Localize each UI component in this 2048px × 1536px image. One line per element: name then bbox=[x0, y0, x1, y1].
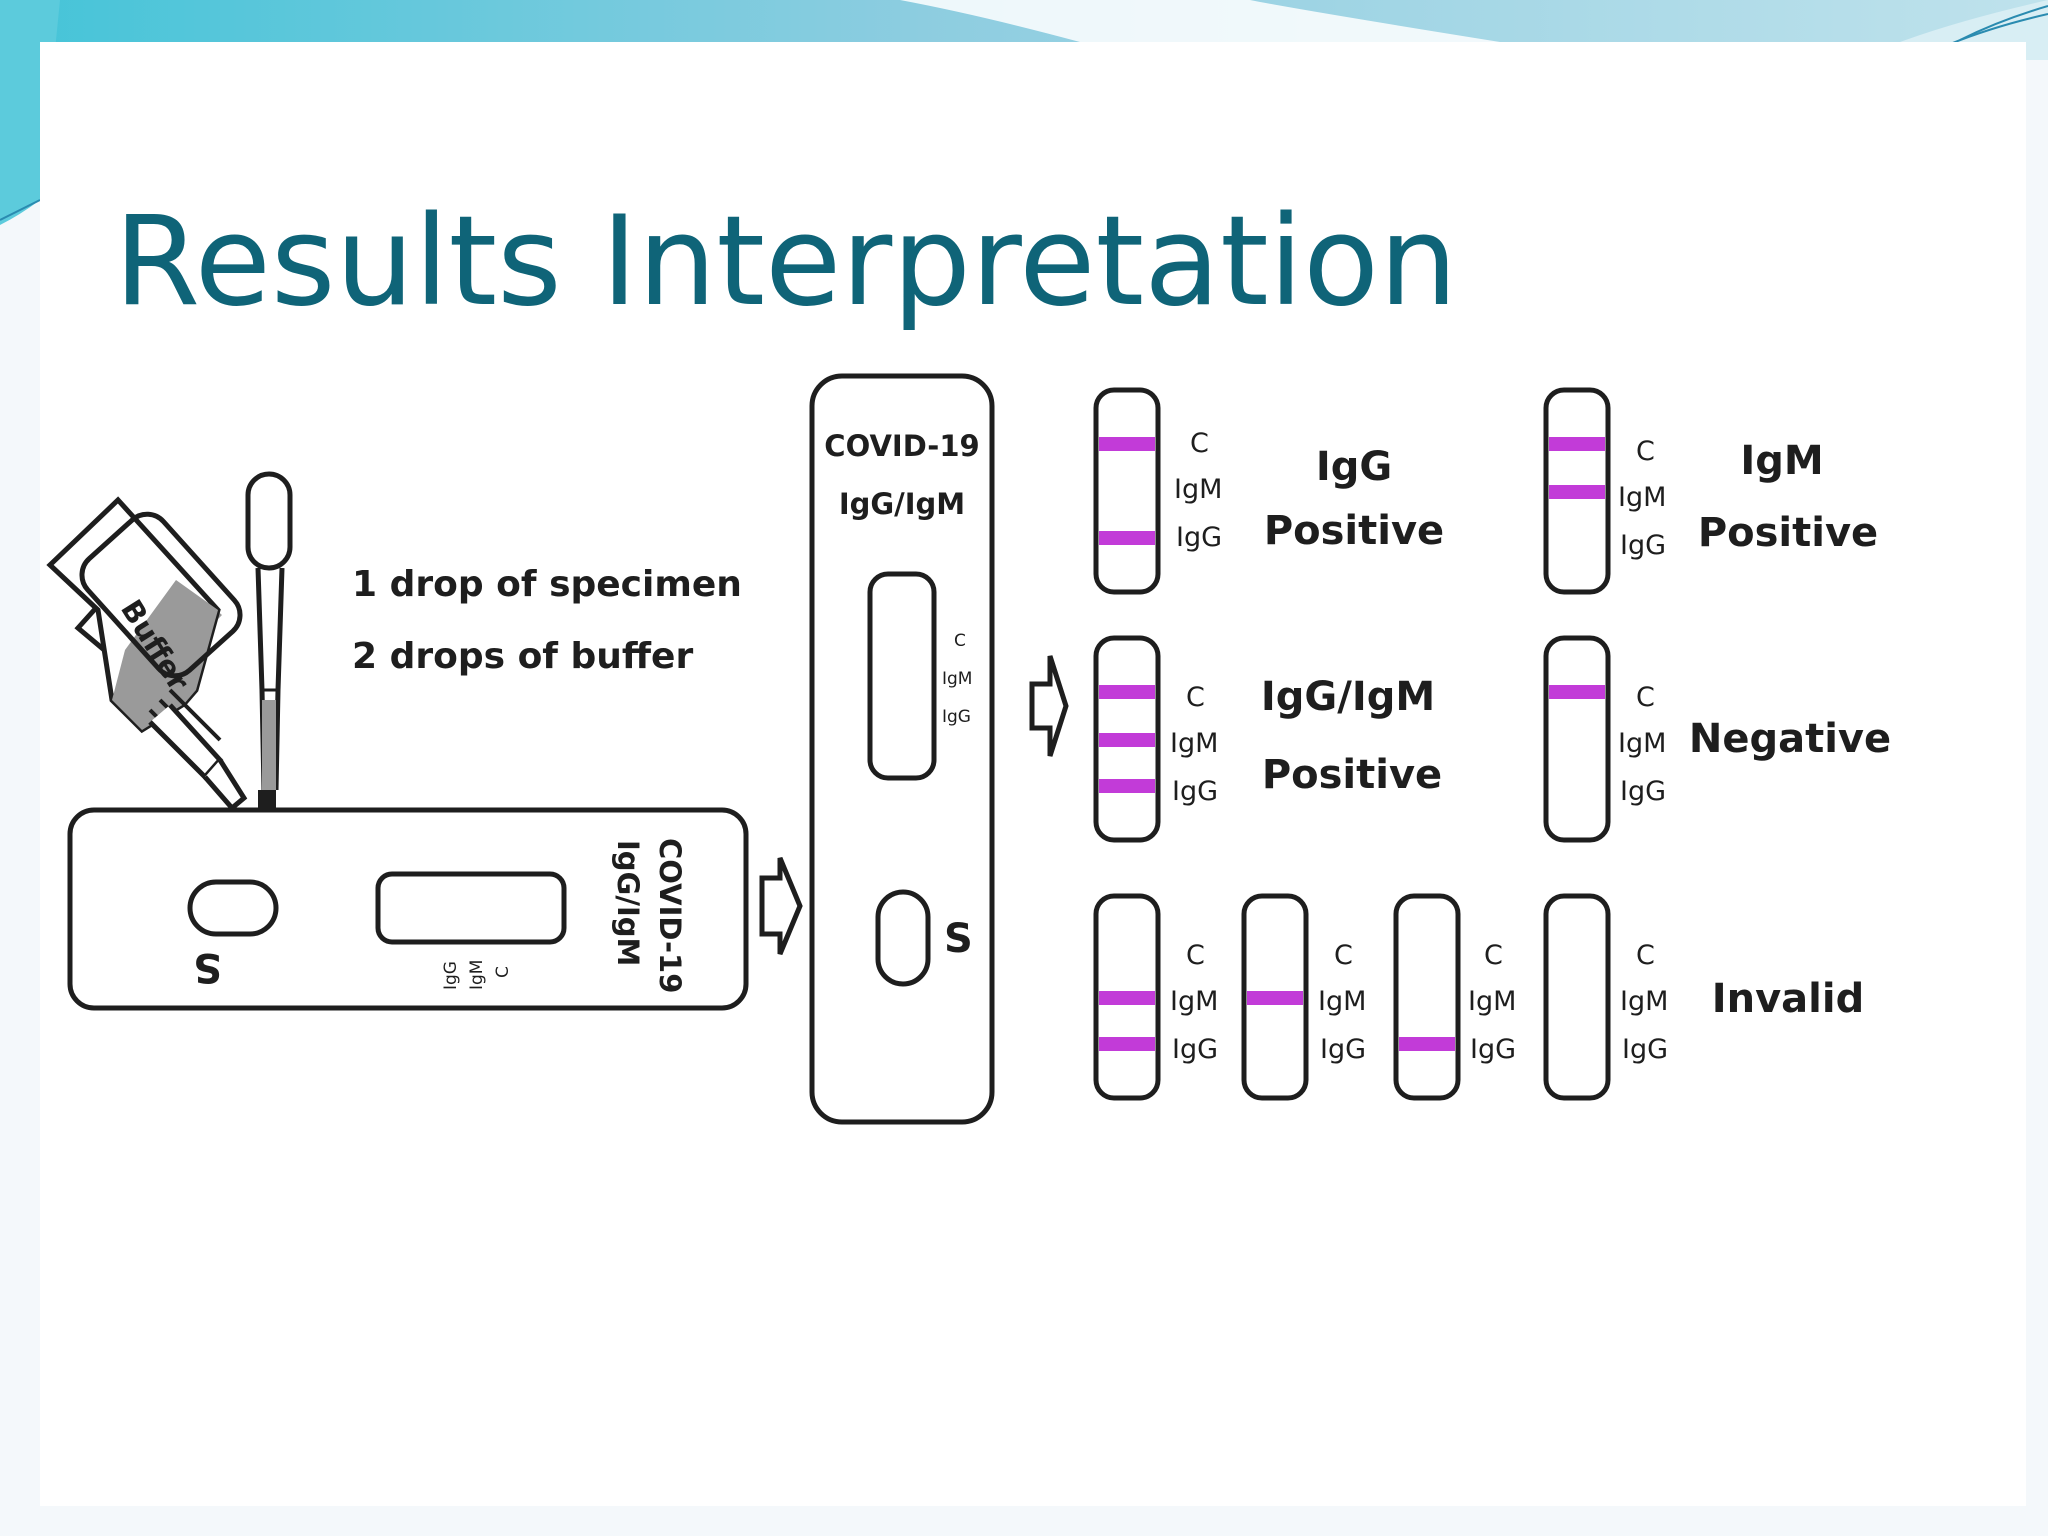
result-title-igm: IgM bbox=[1740, 438, 1823, 484]
hcassette-igm-label: IgM bbox=[467, 960, 487, 990]
step-buffer: 2 drops of buffer bbox=[352, 636, 693, 677]
label-igg: IgG bbox=[1622, 1034, 1668, 1065]
label-c: C bbox=[1636, 940, 1655, 971]
result-line-invalid-1-igg bbox=[1099, 1037, 1155, 1051]
labels-invalid-3: C IgM IgG bbox=[1468, 940, 1516, 1065]
vcassette-sample-label: S bbox=[944, 916, 973, 962]
strip-negative bbox=[1543, 635, 1611, 843]
cassette-name-vertical: COVID-19 bbox=[824, 429, 979, 463]
label-igg: IgG bbox=[1172, 1034, 1218, 1065]
step-specimen: 1 drop of specimen bbox=[352, 564, 742, 605]
result-subtitle-iggigm: Positive bbox=[1262, 752, 1442, 798]
label-igg: IgG bbox=[1620, 530, 1666, 561]
vcassette-igg-label: IgG bbox=[942, 707, 971, 727]
labels-invalid-1: C IgM IgG bbox=[1170, 940, 1218, 1065]
label-igm: IgM bbox=[1468, 986, 1516, 1017]
result-line-invalid-2-igm bbox=[1247, 991, 1303, 1005]
slide-panel bbox=[40, 42, 2026, 1506]
result-subtitle-igm: Positive bbox=[1698, 510, 1878, 556]
label-igm: IgM bbox=[1174, 474, 1222, 505]
strip-invalid-4 bbox=[1543, 893, 1611, 1101]
strip-igg-positive bbox=[1093, 387, 1161, 595]
label-c: C bbox=[1334, 940, 1353, 971]
cassette-vertical bbox=[809, 373, 995, 1125]
result-line-iggigm-positive-igg bbox=[1099, 779, 1155, 793]
label-c: C bbox=[1636, 682, 1655, 713]
cassette-sub-horizontal: IgG/IgM bbox=[611, 840, 645, 966]
label-igg: IgG bbox=[1320, 1034, 1366, 1065]
labels-igm-positive: C IgM IgG bbox=[1618, 436, 1666, 561]
result-line-igg-positive-c bbox=[1099, 437, 1155, 451]
hcassette-igg-label: IgG bbox=[441, 961, 461, 990]
result-title-iggigm: IgG/IgM bbox=[1261, 674, 1435, 720]
strip-invalid-3 bbox=[1393, 893, 1461, 1101]
labels-invalid-2: C IgM IgG bbox=[1318, 940, 1366, 1065]
result-line-invalid-3-igg bbox=[1399, 1037, 1455, 1051]
vcassette-igm-label: IgM bbox=[942, 669, 972, 689]
label-igg: IgG bbox=[1470, 1034, 1516, 1065]
label-c: C bbox=[1190, 428, 1209, 459]
label-c: C bbox=[1636, 436, 1655, 467]
labels-igg-positive: C IgM IgG bbox=[1174, 428, 1222, 553]
label-igm: IgM bbox=[1618, 728, 1666, 759]
labels-invalid-4: C IgM IgG bbox=[1620, 940, 1668, 1065]
cassette-sub-vertical: IgG/IgM bbox=[839, 487, 965, 521]
result-line-invalid-1-igm bbox=[1099, 991, 1155, 1005]
right-arrow-icon bbox=[759, 857, 803, 955]
slide-title: Results Interpretation bbox=[114, 190, 1458, 334]
result-line-iggigm-positive-igm bbox=[1099, 733, 1155, 747]
label-igm: IgM bbox=[1318, 986, 1366, 1017]
labels-negative: C IgM IgG bbox=[1618, 682, 1666, 807]
label-igg: IgG bbox=[1620, 776, 1666, 807]
label-igm: IgM bbox=[1618, 482, 1666, 513]
label-c: C bbox=[1186, 682, 1205, 713]
cassette-horizontal bbox=[67, 807, 749, 1011]
label-c: C bbox=[1484, 940, 1503, 971]
label-igm: IgM bbox=[1620, 986, 1668, 1017]
label-igg: IgG bbox=[1176, 522, 1222, 553]
label-igm: IgM bbox=[1170, 728, 1218, 759]
vcassette-c-label: C bbox=[954, 631, 966, 651]
result-line-iggigm-positive-c bbox=[1099, 685, 1155, 699]
right-arrow-icon bbox=[1029, 655, 1069, 757]
cassette-name-horizontal: COVID-19 bbox=[653, 838, 687, 993]
label-igm: IgM bbox=[1170, 986, 1218, 1017]
result-line-negative-c bbox=[1549, 685, 1605, 699]
label-c: C bbox=[1186, 940, 1205, 971]
result-line-igg-positive-igg bbox=[1099, 531, 1155, 545]
result-subtitle-igg: Positive bbox=[1264, 508, 1444, 554]
result-lines bbox=[1099, 437, 1605, 1051]
result-title-negative: Negative bbox=[1689, 716, 1891, 762]
result-line-igm-positive-c bbox=[1549, 437, 1605, 451]
buffer-bottle-icon: Buffer bbox=[46, 496, 248, 812]
result-title-igg: IgG bbox=[1316, 444, 1392, 490]
labels-iggigm-positive: C IgM IgG bbox=[1170, 682, 1218, 807]
hcassette-c-label: C bbox=[493, 966, 513, 978]
result-line-igm-positive-igm bbox=[1549, 485, 1605, 499]
label-igg: IgG bbox=[1172, 776, 1218, 807]
dropper-icon bbox=[245, 471, 293, 836]
sample-well-label: S bbox=[193, 944, 222, 990]
result-title-invalid: Invalid bbox=[1712, 976, 1864, 1022]
